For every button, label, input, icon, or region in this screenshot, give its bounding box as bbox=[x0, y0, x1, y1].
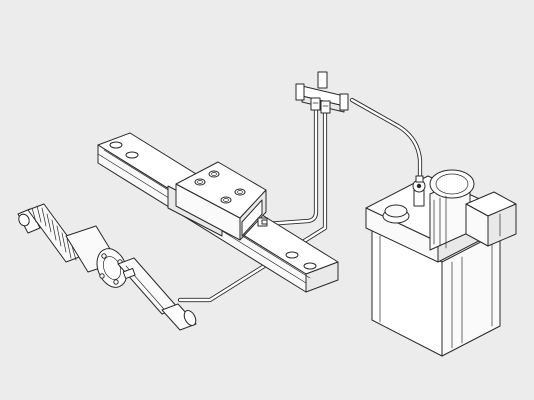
ball-screw bbox=[17, 203, 197, 331]
distributor-manifold bbox=[295, 71, 349, 114]
lubrication-pump-unit bbox=[365, 169, 517, 357]
guide-block bbox=[167, 161, 268, 241]
screw-thread-lines bbox=[31, 205, 77, 261]
pump-motor bbox=[429, 169, 517, 251]
